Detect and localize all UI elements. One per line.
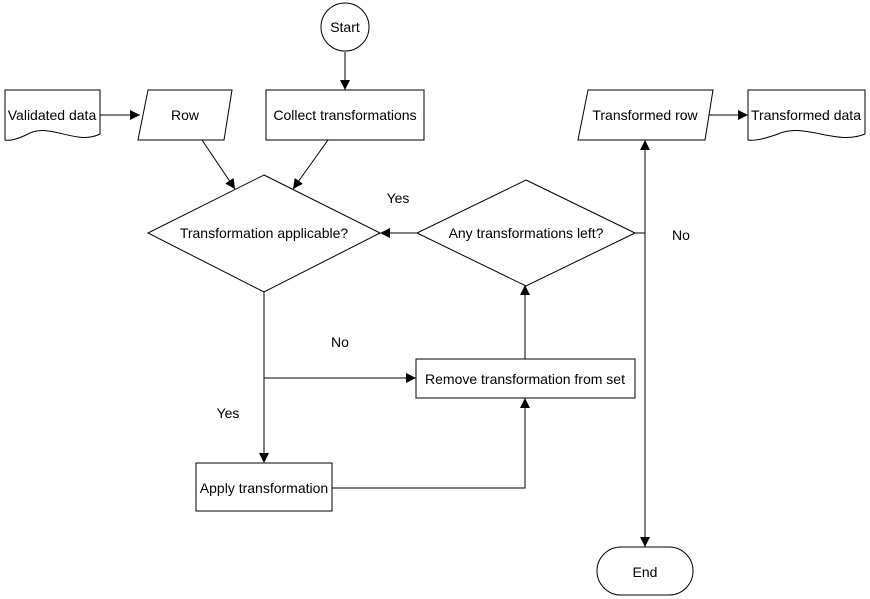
transformed-row-label: Transformed row [592,107,698,123]
any-transformations-left-decision: Any transformations left? [415,179,637,287]
start-node: Start [320,2,370,52]
edge-label-applicable-no: No [331,334,349,350]
collect-transformations-node: Collect transformations [265,89,425,141]
transformation-applicable-decision: Transformation applicable? [146,174,382,293]
validated-data-node: Validated data [4,89,101,141]
end-node: End [596,546,694,596]
transformed-data-label: Transformed data [751,107,861,123]
edge-label-left-no: No [672,227,690,243]
end-label: End [633,564,658,580]
edge-label-applicable-yes: Yes [217,405,240,421]
transformed-data-node: Transformed data [747,89,866,141]
edges [100,52,748,547]
edge-apply-to-remove [332,398,530,489]
transformation-applicable-label: Transformation applicable? [180,225,349,241]
row-node: Row [137,89,233,141]
edge-collect-to-applicable [292,139,329,190]
start-label: Start [330,19,360,35]
any-transformations-left-label: Any transformations left? [449,225,604,241]
edge-row-to-applicable [201,139,236,190]
apply-transformation-label: Apply transformation [200,480,328,496]
row-label: Row [171,107,200,123]
remove-transformation-node: Remove transformation from set [415,358,636,399]
transformed-row-node: Transformed row [577,89,714,141]
remove-transformation-label: Remove transformation from set [425,371,625,387]
apply-transformation-node: Apply transformation [195,462,333,512]
edge-label-left-yes: Yes [387,190,410,206]
validated-data-label: Validated data [8,107,97,123]
collect-transformations-label: Collect transformations [273,107,416,123]
